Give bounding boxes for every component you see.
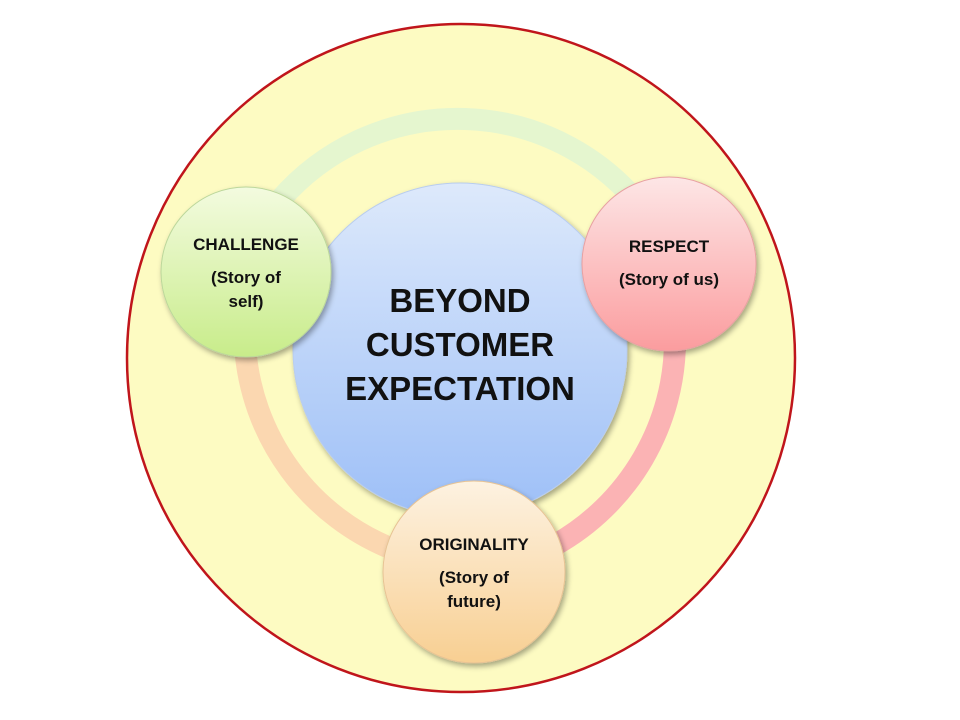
ring-arc-right: [544, 329, 686, 556]
respect-subtitle: (Story of us): [618, 270, 720, 289]
respect-node: [581, 176, 757, 352]
challenge-node: [160, 186, 332, 358]
respect-label: RESPECT (Story of us): [587, 232, 751, 296]
ring-arc-top: [269, 107, 656, 223]
originality-node: [382, 480, 566, 664]
center-line-2: CUSTOMER: [365, 326, 555, 363]
originality-label: ORIGINALITY (Story of future): [394, 528, 554, 620]
challenge-label: CHALLENGE (Story of self): [166, 228, 326, 320]
challenge-subtitle-1: (Story of: [211, 268, 281, 287]
center-line-3: EXPECTATION: [345, 370, 575, 407]
challenge-title: CHALLENGE: [193, 235, 299, 254]
originality-subtitle-1: (Story of: [439, 568, 509, 587]
originality-subtitle-2: future): [447, 592, 501, 611]
center-line-1: BEYOND: [389, 282, 531, 319]
respect-title: RESPECT: [628, 237, 710, 256]
center-label: BEYOND CUSTOMER EXPECTATION: [300, 270, 620, 420]
challenge-subtitle-2: self): [228, 292, 264, 311]
ring-arc-left: [234, 334, 406, 561]
originality-title: ORIGINALITY: [419, 535, 529, 554]
